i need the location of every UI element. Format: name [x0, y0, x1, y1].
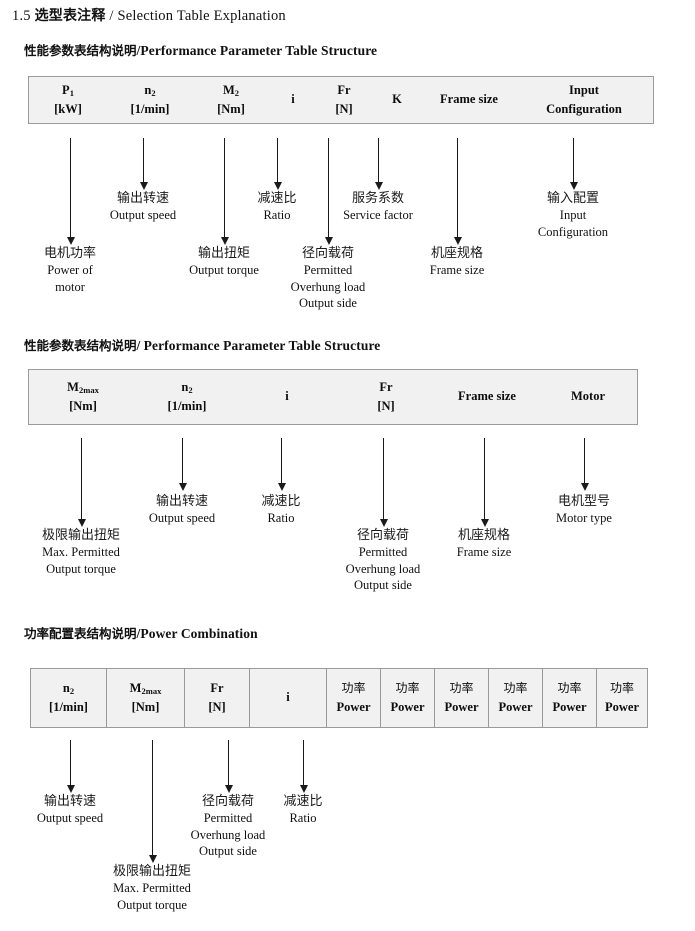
section-heading-en: Power Combination — [140, 626, 258, 641]
arrow-permitted-overhung-load-2 — [379, 438, 388, 527]
table3-col-power-6: 功率 Power — [596, 669, 647, 727]
annotation-max-permitted-output-torque-3: 极限输出扭矩 Max. Permitted Output torque — [112, 864, 191, 912]
table3-col-power-5: 功率 Power — [542, 669, 596, 727]
arrow-frame-size-2 — [480, 438, 489, 527]
table1-col-m2: M2 [Nm] — [217, 82, 245, 116]
page-title-en: Selection Table Explanation — [117, 8, 286, 24]
section-heading-cn: 性能参数表结构说明 — [24, 43, 137, 58]
table1-col-frame-size: Frame size — [440, 92, 498, 107]
annotation-output-speed-3: 输出转速 Output speed — [36, 794, 104, 826]
table3-col-power-4: 功率 Power — [488, 669, 542, 727]
annotation-permitted-overhung-load-3: 径向载荷 Permitted Overhung load Output side — [190, 794, 266, 859]
annotation-motor-type: 电机型号 Motor type — [556, 494, 612, 526]
arrow-output-speed — [139, 138, 148, 190]
annotation-service-factor: 服务系数 Service factor — [343, 191, 413, 223]
annotation-input-configuration: 输入配置 Input Configuration — [537, 191, 609, 239]
table1-col-n2: n2 [1/min] — [130, 82, 170, 116]
table2-col-i: i — [285, 389, 289, 404]
annotation-ratio-2: 减速比 Ratio — [261, 494, 301, 526]
section-heading-separator: / — [136, 43, 141, 58]
annotation-ratio-3: 减速比 Ratio — [283, 794, 323, 826]
power-combination-table: n2 [1/min] M2max [Nm] Fr [N] i 功率 Power … — [30, 668, 648, 728]
section-heading-en: Performance Parameter Table Structure — [143, 338, 381, 353]
table2-col-m2max: M2max [Nm] — [67, 379, 99, 413]
arrow-output-speed-3 — [66, 740, 75, 793]
arrow-max-permitted-output-torque — [77, 438, 86, 527]
table3-col-power-1: 功率 Power — [326, 669, 380, 727]
page-title: 1.5 选型表注释 / Selection Table Explanation — [12, 5, 286, 25]
section-heading-en: Performance Parameter Table Structure — [140, 43, 378, 58]
annotation-power-of-motor: 电机功率 Power of motor — [43, 246, 96, 294]
section-heading-performance-parameter-2: 性能参数表结构说明/ Performance Parameter Table S… — [24, 335, 380, 354]
table1-col-input-configuration: Input Configuration — [546, 82, 622, 116]
arrow-service-factor — [374, 138, 383, 190]
table3-col-power-2: 功率 Power — [380, 669, 434, 727]
section-heading-power-combination: 功率配置表结构说明/Power Combination — [24, 623, 258, 642]
arrow-input-configuration — [569, 138, 578, 190]
table2-col-motor: Motor — [570, 389, 605, 404]
annotation-permitted-overhung-load-2: 径向载荷 Permitted Overhung load Output side — [345, 528, 421, 593]
table1-col-k: K — [392, 92, 402, 107]
annotation-max-permitted-output-torque: 极限输出扭矩 Max. Permitted Output torque — [41, 528, 120, 576]
arrow-ratio — [273, 138, 282, 190]
arrow-permitted-overhung-load-3 — [224, 740, 233, 793]
arrow-ratio-3 — [299, 740, 308, 793]
table2-col-frame-size: Frame size — [458, 389, 516, 404]
annotation-frame-size: 机座规格 Frame size — [429, 246, 485, 278]
table3-col-m2max: M2max [Nm] — [106, 669, 184, 727]
annotation-output-speed: 输出转速 Output speed — [109, 191, 177, 223]
arrow-output-torque — [220, 138, 229, 245]
page-title-cn: 选型表注释 — [34, 8, 106, 24]
table2-col-n2: n2 [1/min] — [167, 379, 207, 413]
table3-col-fr: Fr [N] — [184, 669, 249, 727]
arrow-output-speed-2 — [178, 438, 187, 491]
table3-col-n2: n2 [1/min] — [49, 680, 88, 714]
table1-col-fr: Fr [N] — [335, 82, 353, 116]
arrow-max-permitted-output-torque-3 — [148, 740, 157, 863]
table3-col-power-3: 功率 Power — [434, 669, 488, 727]
annotation-frame-size-2: 机座规格 Frame size — [456, 528, 512, 560]
annotation-output-torque: 输出扭矩 Output torque — [189, 246, 259, 278]
table1-col-i: i — [291, 92, 295, 107]
arrow-frame-size — [453, 138, 462, 245]
page-title-separator: / — [109, 8, 114, 24]
section-heading-cn: 功率配置表结构说明 — [24, 626, 137, 641]
annotation-output-speed-2: 输出转速 Output speed — [148, 494, 216, 526]
section-heading-cn: 性能参数表结构说明 — [24, 338, 137, 353]
arrow-motor-type — [580, 438, 589, 491]
arrow-power-of-motor — [66, 138, 75, 245]
annotation-ratio: 减速比 Ratio — [257, 191, 297, 223]
section-heading-separator: / — [136, 338, 141, 353]
performance-parameter-table-1: P1 [kW] n2 [1/min] M2 [Nm] i Fr [N] K Fr… — [28, 76, 654, 124]
annotation-permitted-overhung-load: 径向载荷 Permitted Overhung load Output side — [290, 246, 366, 311]
table3-col-i: i — [249, 669, 326, 727]
table2-col-fr: Fr [N] — [377, 379, 395, 413]
section-heading-performance-parameter-1: 性能参数表结构说明/Performance Parameter Table St… — [24, 40, 377, 59]
table1-col-p1: P1 [kW] — [54, 82, 82, 116]
arrow-permitted-overhung-load — [324, 138, 333, 245]
section-heading-separator: / — [136, 626, 141, 641]
arrow-ratio-2 — [277, 438, 286, 491]
performance-parameter-table-2: M2max [Nm] n2 [1/min] i Fr [N] Frame siz… — [28, 369, 638, 425]
page-title-number: 1.5 — [12, 8, 31, 24]
